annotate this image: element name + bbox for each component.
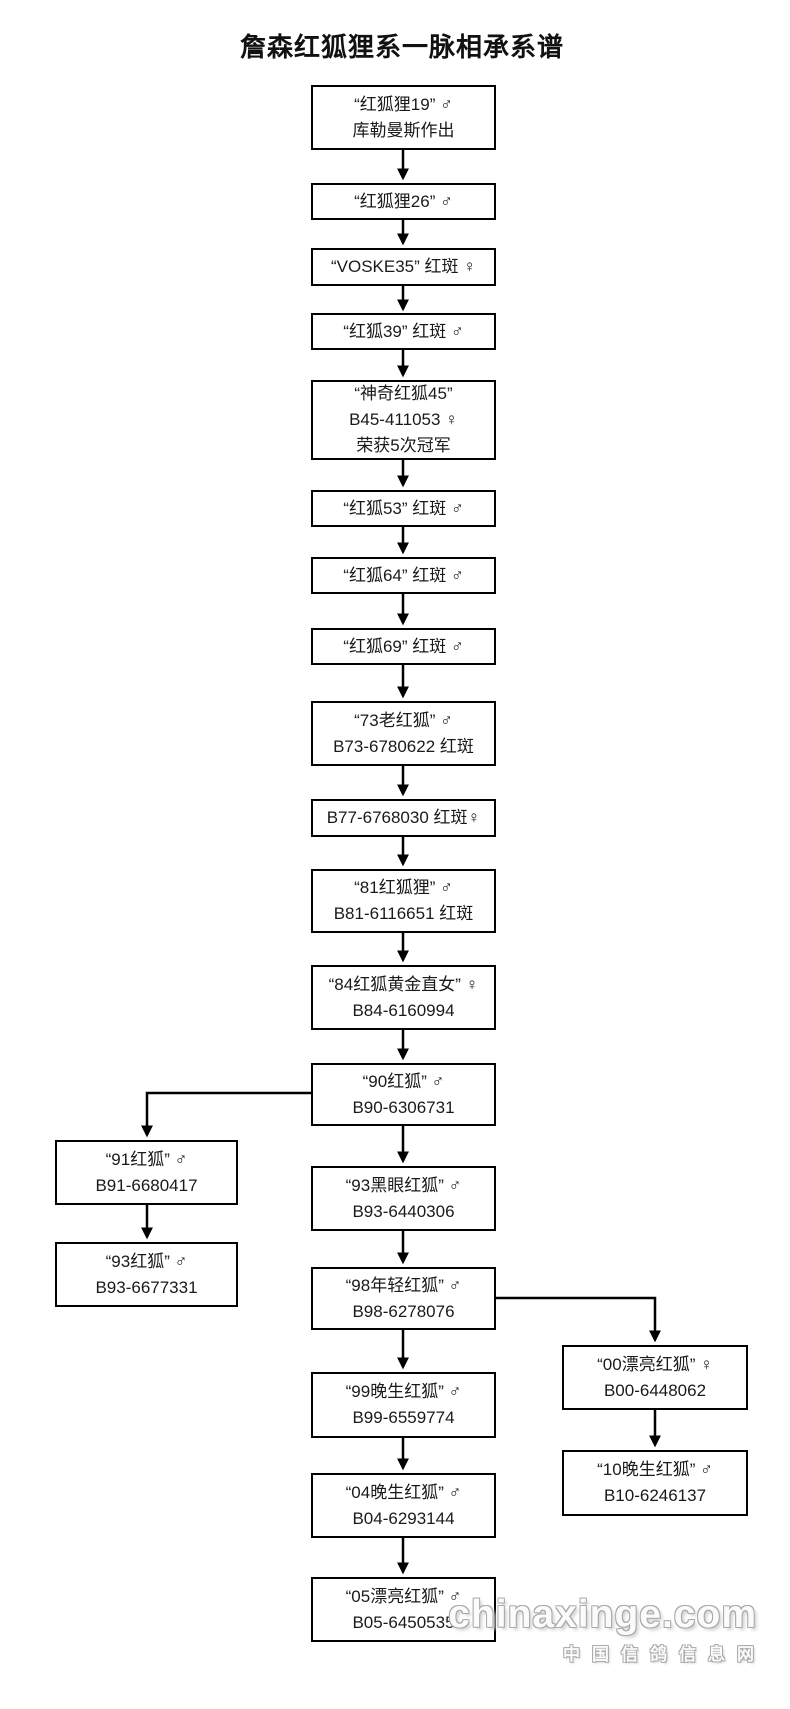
node-line: “99晚生红狐” ♂ bbox=[345, 1382, 462, 1401]
node-line: B98-6278076 bbox=[352, 1301, 455, 1321]
node-line: “红狐64” 红斑 ♂ bbox=[343, 565, 464, 585]
node-line: B73-6780622 红斑 bbox=[333, 736, 474, 756]
node-line: B05-6450535 bbox=[352, 1612, 455, 1632]
page-title: 詹森红狐狸系一脉相承系谱 bbox=[239, 32, 564, 62]
node-line: B99-6559774 bbox=[352, 1408, 455, 1427]
node-b77-6768030: B77-6768030 红斑♀ bbox=[311, 799, 496, 837]
node-magic-red-fox-45: “神奇红狐45” B45-411053 ♀ 荣获5次冠军 bbox=[311, 380, 496, 460]
node-line: “91红狐” ♂ bbox=[105, 1149, 188, 1169]
node-line: “84红狐黄金直女” ♀ bbox=[328, 974, 479, 994]
node-line: B84-6160994 bbox=[352, 1000, 455, 1020]
node-red-fox-39: “红狐39” 红斑 ♂ bbox=[311, 313, 496, 350]
node-line: “VOSKE35” 红斑 ♀ bbox=[330, 257, 476, 276]
node-line: “90红狐” ♂ bbox=[362, 1071, 445, 1091]
node-red-fox-90: “90红狐” ♂ B90-6306731 bbox=[311, 1063, 496, 1126]
node-line: B00-6448062 bbox=[603, 1380, 707, 1400]
node-line: B90-6306731 bbox=[352, 1097, 455, 1117]
node-golden-daughter-84: “84红狐黄金直女” ♀ B84-6160994 bbox=[311, 965, 496, 1030]
node-red-fox-26: “红狐狸26” ♂ bbox=[311, 183, 496, 220]
node-red-fox-81: “81红狐狸” ♂ B81-6116651 红斑 bbox=[311, 869, 496, 933]
node-line: “红狐53” 红斑 ♂ bbox=[343, 498, 464, 518]
node-line: 荣获5次冠军 bbox=[356, 436, 451, 455]
node-late-red-fox-10: “10晚生红狐” ♂ B10-6246137 bbox=[562, 1450, 748, 1516]
node-voske-35: “VOSKE35” 红斑 ♀ bbox=[311, 248, 496, 286]
node-line: “神奇红狐45” bbox=[354, 384, 453, 403]
node-line: “93红狐” ♂ bbox=[105, 1251, 188, 1271]
node-line: “04晚生红狐” ♂ bbox=[345, 1482, 462, 1502]
node-late-red-fox-99: “99晚生红狐” ♂ B99-6559774 bbox=[311, 1372, 496, 1438]
node-black-eye-red-fox-93: “93黑眼红狐” ♂ B93-6440306 bbox=[311, 1166, 496, 1231]
node-red-fox-64: “红狐64” 红斑 ♂ bbox=[311, 557, 496, 594]
node-red-fox-53: “红狐53” 红斑 ♂ bbox=[311, 490, 496, 527]
node-line: “81红狐狸” ♂ bbox=[354, 878, 453, 897]
node-line: B10-6246137 bbox=[603, 1486, 707, 1505]
node-young-red-fox-98: “98年轻红狐” ♂ B98-6278076 bbox=[311, 1267, 496, 1330]
node-line: “98年轻红狐” ♂ bbox=[345, 1275, 462, 1295]
node-pretty-red-fox-00: “00漂亮红狐” ♀ B00-6448062 bbox=[562, 1345, 748, 1410]
node-line: “红狐狸19” ♂ bbox=[354, 94, 453, 114]
node-line: B04-6293144 bbox=[352, 1508, 455, 1528]
node-late-red-fox-04: “04晚生红狐” ♂ B04-6293144 bbox=[311, 1473, 496, 1538]
node-line: “10晚生红狐” ♂ bbox=[597, 1460, 713, 1479]
node-line: B45-411053 ♀ bbox=[349, 410, 458, 429]
node-line: “05漂亮红狐” ♂ bbox=[345, 1586, 462, 1606]
watermark-brand: chinaxinge.com bbox=[448, 1593, 757, 1636]
node-line: B77-6768030 红斑♀ bbox=[326, 808, 481, 827]
node-pretty-red-fox-05: “05漂亮红狐” ♂ B05-6450535 bbox=[311, 1577, 496, 1642]
node-red-fox-91: “91红狐” ♂ B91-6680417 bbox=[55, 1140, 238, 1205]
node-red-fox-19: “红狐狸19” ♂ 库勒曼斯作出 bbox=[311, 85, 496, 150]
node-red-fox-69: “红狐69” 红斑 ♂ bbox=[311, 628, 496, 665]
node-old-red-fox-73: “73老红狐” ♂ B73-6780622 红斑 bbox=[311, 701, 496, 766]
node-line: “93黑眼红狐” ♂ bbox=[345, 1175, 462, 1195]
node-line: “红狐狸26” ♂ bbox=[354, 191, 453, 211]
node-line: “红狐69” 红斑 ♂ bbox=[343, 636, 464, 656]
watermark-subtitle: 中国信鸽信息网 bbox=[563, 1645, 766, 1664]
node-red-fox-93: “93红狐” ♂ B93-6677331 bbox=[55, 1242, 238, 1307]
node-line: “73老红狐” ♂ bbox=[354, 710, 453, 730]
node-line: B81-6116651 红斑 bbox=[333, 904, 474, 923]
node-line: “00漂亮红狐” ♀ bbox=[597, 1354, 713, 1374]
node-line: “红狐39” 红斑 ♂ bbox=[343, 321, 464, 341]
node-line: B93-6440306 bbox=[352, 1201, 455, 1221]
node-line: 库勒曼斯作出 bbox=[352, 120, 455, 140]
node-line: B93-6677331 bbox=[95, 1277, 198, 1297]
node-line: B91-6680417 bbox=[95, 1175, 198, 1195]
